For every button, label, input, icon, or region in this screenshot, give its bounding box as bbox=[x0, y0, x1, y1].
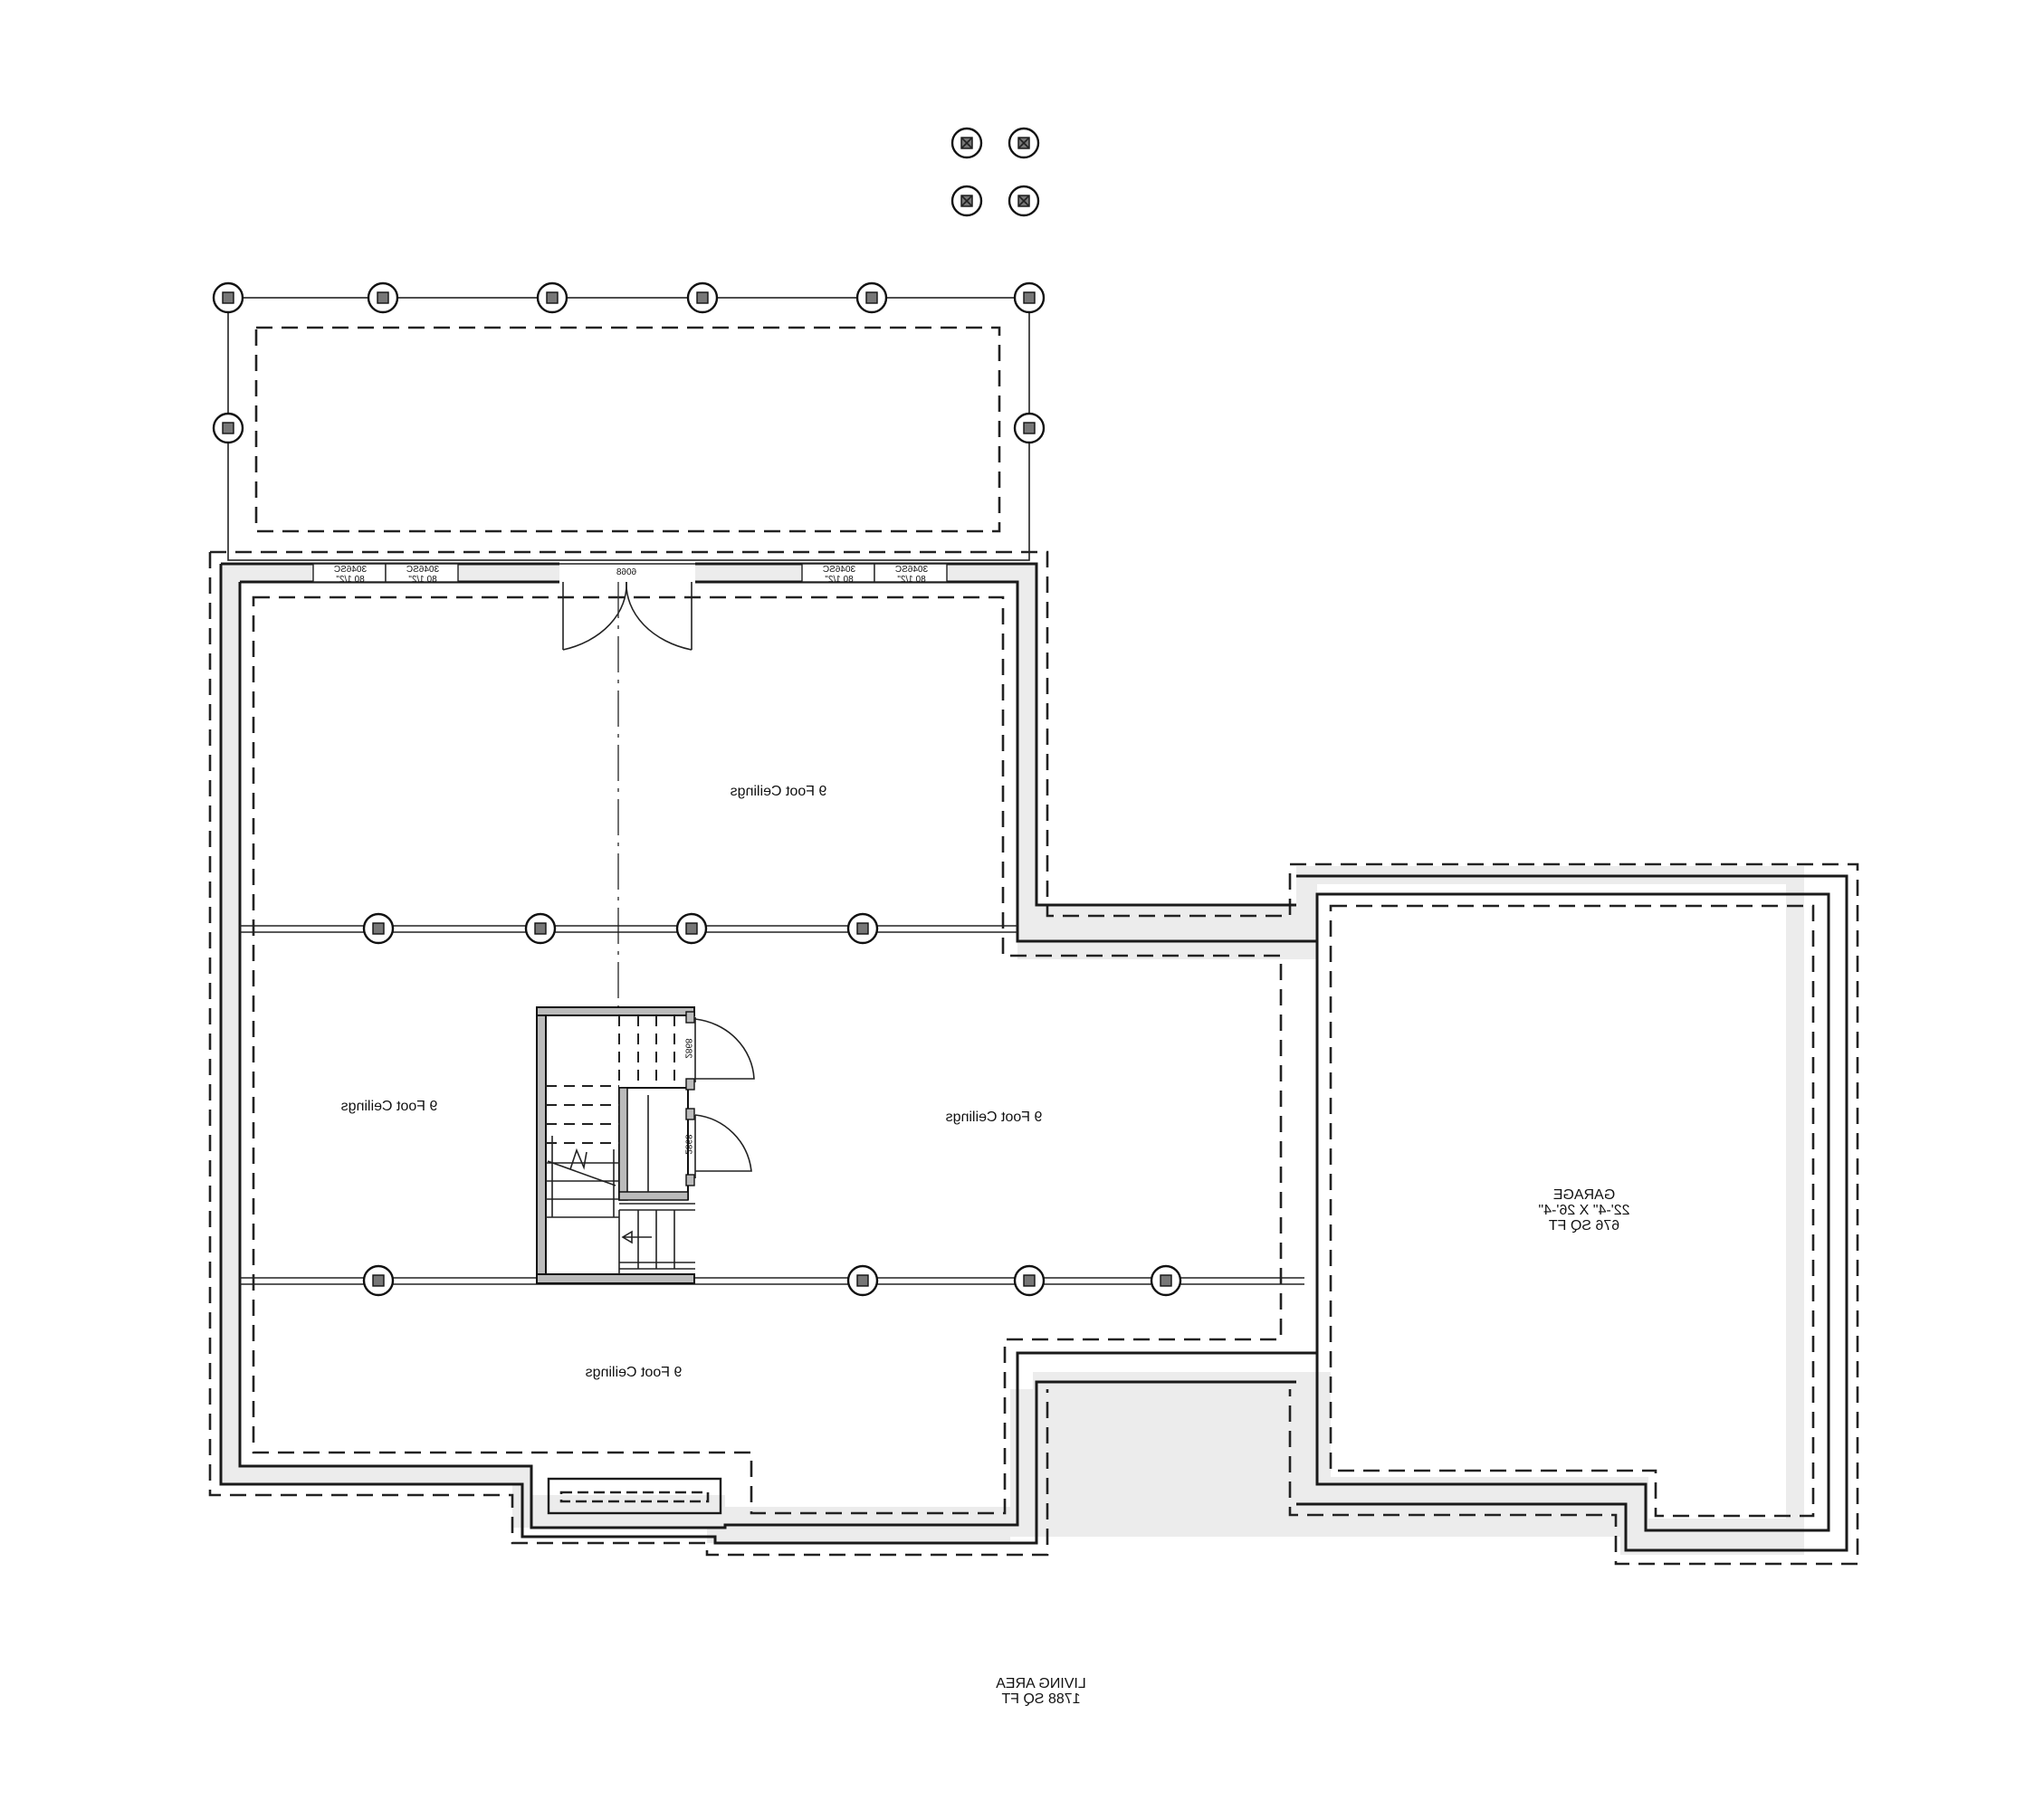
post-icon bbox=[362, 912, 395, 945]
garage-dimensions: 22'-4" X 26'-4" bbox=[1538, 1203, 1630, 1218]
window-tag: 3046SC 80 1/2" bbox=[880, 565, 943, 585]
window-height: 80 1/2" bbox=[897, 575, 926, 585]
post-icon bbox=[536, 281, 568, 314]
room-label: 9 Foot Ceilings bbox=[585, 1365, 683, 1380]
entry-door-6068 bbox=[562, 581, 692, 1014]
post-icon bbox=[1013, 281, 1046, 314]
stair-door-tag: 2868 bbox=[683, 1134, 693, 1155]
posts bbox=[212, 127, 1182, 1297]
room-label: 9 Foot Ceilings bbox=[730, 784, 827, 799]
garage-area: 676 SQ FT bbox=[1548, 1218, 1620, 1234]
post-icon bbox=[686, 281, 719, 314]
living-area-sqft: 1788 SQ FT bbox=[1001, 1691, 1081, 1707]
foundation-slab bbox=[221, 564, 1804, 1555]
room-label: 9 Foot Ceilings bbox=[945, 1110, 1043, 1125]
post-icon bbox=[362, 1264, 395, 1297]
garage-label: GARAGE 22'-4" X 26'-4" 676 SQ FT bbox=[1503, 1187, 1666, 1234]
main-house-walls bbox=[208, 550, 1317, 1557]
living-area-label: LIVING AREA 1788 SQ FT bbox=[950, 1676, 1132, 1707]
top-wall-windows bbox=[312, 562, 948, 584]
post-icon bbox=[855, 281, 888, 314]
entry-door-tag: 6068 bbox=[616, 567, 637, 577]
garage-title: GARAGE bbox=[1552, 1187, 1616, 1203]
post-icon bbox=[1008, 127, 1040, 159]
living-area-title: LIVING AREA bbox=[996, 1676, 1086, 1691]
post-icon bbox=[846, 912, 879, 945]
window-tag: 3046SC 80 1/2" bbox=[319, 565, 382, 585]
post-icon bbox=[950, 127, 983, 159]
up-arrow-icon bbox=[621, 1230, 652, 1244]
stair-core bbox=[536, 1006, 755, 1284]
post-icon bbox=[212, 412, 244, 444]
window-code: 3046SC bbox=[822, 565, 856, 575]
post-icon bbox=[212, 281, 244, 314]
post-icon bbox=[1008, 185, 1040, 217]
garage-walls bbox=[1288, 862, 1859, 1566]
post-icon bbox=[950, 185, 983, 217]
post-icon bbox=[846, 1264, 879, 1297]
window-height: 80 1/2" bbox=[825, 575, 854, 585]
stair-door-tag: 2868 bbox=[683, 1038, 693, 1059]
post-icon bbox=[675, 912, 708, 945]
window-code: 3046SC bbox=[894, 565, 929, 575]
post-icon bbox=[1150, 1264, 1182, 1297]
room-label: 9 Foot Ceilings bbox=[340, 1099, 438, 1114]
window-code: 3046SC bbox=[333, 565, 368, 575]
window-code: 3046SC bbox=[406, 565, 440, 575]
window-height: 80 1/2" bbox=[408, 575, 437, 585]
porch bbox=[227, 297, 1030, 561]
window-height: 80 1/2" bbox=[336, 575, 365, 585]
post-icon bbox=[1013, 412, 1046, 444]
post-icon bbox=[1013, 1264, 1046, 1297]
window-tag: 3046SC 80 1/2" bbox=[807, 565, 871, 585]
post-icon bbox=[524, 912, 557, 945]
window-tag: 3046SC 80 1/2" bbox=[391, 565, 454, 585]
post-icon bbox=[367, 281, 399, 314]
